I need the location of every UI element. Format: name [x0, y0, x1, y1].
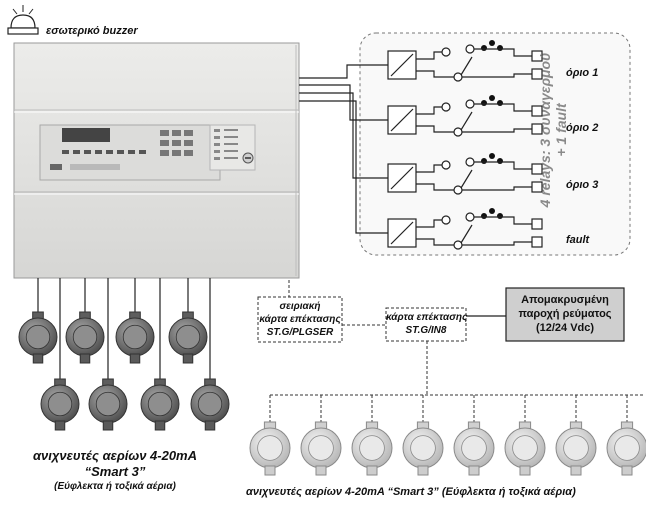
gas-detector-icon	[504, 421, 546, 476]
wired-detectors-line2: “Smart 3”	[84, 464, 146, 479]
gas-detector-icon	[402, 421, 444, 476]
gas-detector-icon	[555, 421, 597, 476]
gas-detector-icon	[190, 378, 230, 431]
serial-card-label: σειριακή κάρτα επέκτασης ST.G/PLGSER	[258, 300, 342, 339]
serial-card-box	[257, 296, 343, 343]
control-panel	[13, 42, 300, 279]
relay-3-label: όριο 3	[566, 179, 599, 191]
remote-power-label: Απομακρυσμένη παροχή ρεύματος (12/24 Vdc…	[506, 293, 624, 335]
relay-contact-icon	[387, 40, 543, 82]
wired-detectors-caption: ανιχνευτές αερίων 4-20mA “Smart 3” (Εύφλ…	[5, 448, 225, 494]
relay-contact-icon	[387, 95, 543, 137]
expansion-card-line2: ST.G/IN8	[405, 325, 447, 336]
serial-card-line1: σειριακή	[279, 301, 321, 312]
gas-detector-icon	[40, 378, 80, 431]
gas-detector-icon	[115, 311, 155, 364]
relays-note-line2: + 1 fault	[553, 103, 569, 157]
relay-1-label: όριο 1	[566, 67, 599, 79]
remote-power-line3: (12/24 Vdc)	[535, 322, 595, 334]
relay-enclosure	[359, 32, 631, 256]
buzzer-label: εσωτερικό buzzer	[46, 25, 138, 37]
relay-contact-icon	[387, 208, 543, 250]
remote-power-line2: παροχή ρεύματος	[518, 308, 612, 320]
expansion-detectors-caption: ανιχνευτές αερίων 4-20mA “Smart 3” (Εύφλ…	[246, 486, 576, 498]
gas-detector-icon	[351, 421, 393, 476]
expansion-card-label: κάρτα επέκτασης ST.G/IN8	[386, 311, 468, 337]
serial-card-line2: κάρτα επέκτασης	[259, 314, 341, 325]
gas-detector-icon	[453, 421, 495, 476]
gas-detector-icon	[65, 311, 105, 364]
relay-contact-icon	[387, 153, 543, 195]
gas-detector-icon	[168, 311, 208, 364]
relay-group	[387, 40, 543, 250]
buzzer-icon	[7, 5, 39, 35]
gas-detector-icon	[88, 378, 128, 431]
gas-detector-icon	[249, 421, 291, 476]
serial-card-line3: ST.G/PLGSER	[266, 327, 334, 338]
wired-detectors-line1: ανιχνευτές αερίων 4-20mA	[32, 448, 198, 463]
gas-detector-icon	[140, 378, 180, 431]
relay-fault-label: fault	[566, 234, 590, 246]
gas-detector-icon	[606, 421, 646, 476]
relays-note-line1: 4 relays: 3 συναγερμού	[537, 52, 553, 208]
wired-detectors-line3: (Εύφλεκτα ή τοξικά αέρια)	[54, 481, 176, 492]
relay-2-label: όριο 2	[566, 122, 599, 134]
remote-power-box	[505, 287, 625, 342]
relays-note: 4 relays: 3 συναγερμού + 1 fault	[537, 40, 569, 220]
gas-detector-icon	[300, 421, 342, 476]
expansion-card-line1: κάρτα επέκτασης	[386, 312, 468, 323]
gas-detector-icon	[18, 311, 58, 364]
remote-power-line1: Απομακρυσμένη	[521, 294, 609, 306]
expansion-card-box	[385, 307, 467, 342]
